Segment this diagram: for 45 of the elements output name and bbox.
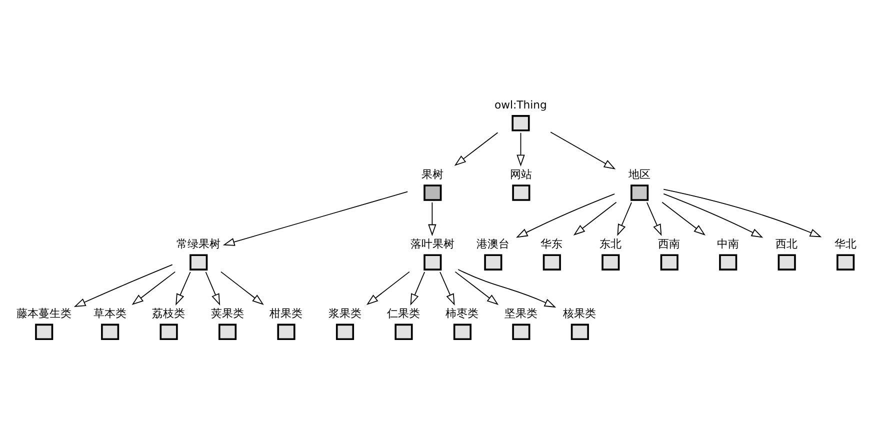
arrow: [550, 132, 616, 170]
arrow: [440, 272, 455, 306]
arrow: [205, 272, 220, 306]
arrow: [617, 202, 632, 236]
node-label: 草本类: [93, 307, 126, 320]
arrow: [222, 191, 408, 246]
node-label: 中南: [716, 238, 739, 251]
node-label: 仁果类: [387, 307, 420, 320]
node-label: 华北: [834, 238, 856, 251]
arrow: [646, 202, 662, 236]
node-label: 荔枝类: [152, 307, 186, 320]
arrow: [74, 264, 173, 308]
arrow: [458, 269, 556, 308]
arrow: [454, 132, 498, 166]
arrow: [516, 193, 616, 238]
node-label: 地区: [628, 168, 650, 181]
node-label: 核果类: [563, 307, 596, 320]
node-label: 西南: [658, 238, 680, 251]
arrow: [366, 271, 410, 306]
node-label: 常绿果树: [176, 238, 220, 251]
arrow: [176, 272, 191, 306]
arrow: [663, 188, 822, 238]
node-label: 华东: [540, 238, 563, 251]
arrow: [454, 271, 499, 306]
arrow: [220, 271, 264, 306]
arrow: [662, 202, 706, 236]
node-label: 坚果类: [504, 307, 538, 320]
arrow: [573, 202, 617, 236]
node-label: 柿枣类: [446, 307, 479, 320]
node-label: 果树: [421, 168, 444, 181]
node-label: 浆果类: [328, 307, 362, 320]
node-label: 荚果类: [210, 307, 244, 320]
arrow: [663, 193, 764, 238]
arrow: [410, 272, 426, 306]
node-label: owl:Thing: [494, 98, 547, 112]
node-label: 网站: [510, 168, 532, 181]
arrow: [428, 202, 436, 236]
node-label: 西北: [776, 238, 798, 251]
node-label: 港澳台: [476, 238, 510, 251]
node-label: 柑果类: [270, 307, 303, 320]
arrow: [516, 132, 525, 166]
node-label: 东北: [599, 238, 622, 251]
node-label: 藤本蔓生类: [16, 307, 72, 320]
node-label: 落叶果树: [410, 238, 455, 251]
arrow: [132, 271, 176, 306]
